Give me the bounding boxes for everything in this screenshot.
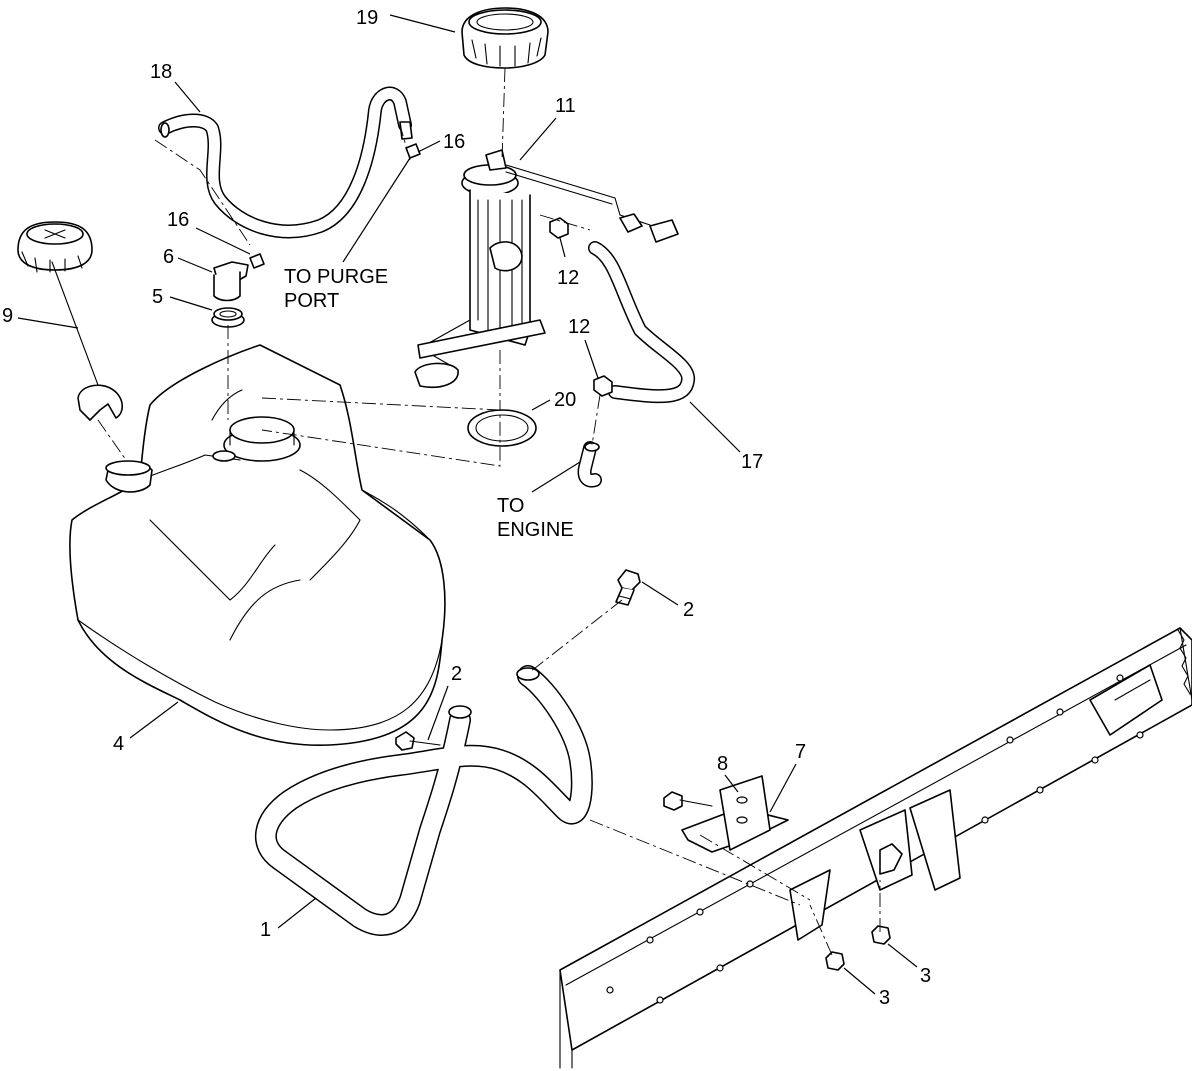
fuel-line [577,241,695,488]
callout-11: 11 [555,95,576,117]
callout-16: 16 [443,131,465,153]
callout-12: 12 [568,316,590,338]
callout-6: 6 [163,246,174,268]
callout-2: 2 [683,599,694,621]
rollover-valve [213,261,249,302]
callout-20: 20 [554,389,576,411]
fuel-tank [69,344,446,746]
callout-1: 1 [260,919,271,941]
hose-clamp [549,217,613,397]
engine-label-line2: ENGINE [497,519,574,541]
nut [825,925,891,971]
callout-16: 16 [167,209,189,231]
callout-19: 19 [356,7,378,29]
callout-3: 3 [920,965,931,987]
callout-8: 8 [717,753,728,775]
purge-port-label-line1: TO PURGE [284,266,388,288]
callout-17: 17 [741,451,763,473]
annotation-to-purge-port: TO PURGE PORT [284,266,388,312]
callout-12: 12 [557,267,579,289]
callout-2: 2 [451,663,462,685]
fill-cap [17,221,123,421]
vent-hose [158,86,413,239]
assembly-centerlines [97,67,881,956]
leader-lines [17,14,918,995]
pump-gasket [467,409,537,447]
fuel-pump-assembly [414,149,679,388]
callout-5: 5 [152,286,163,308]
bolt [395,569,641,751]
callout-18: 18 [150,61,172,83]
callout-9: 9 [2,305,13,327]
engine-label-line1: TO [497,495,524,517]
annotation-to-engine: TO ENGINE [497,495,574,541]
hose-clip [249,143,421,269]
callout-numbers: 19 18 11 16 16 6 5 9 12 12 20 17 2 2 4 8… [2,7,931,1009]
callout-4: 4 [113,733,124,755]
tank-mount-tube [254,665,593,936]
frame-rail [559,627,1192,1069]
mount-bracket [663,775,789,853]
purge-port-label-line2: PORT [284,290,339,312]
grommet [211,307,245,328]
callout-7: 7 [795,741,806,763]
lock-ring [461,7,549,69]
callout-3: 3 [879,987,890,1009]
